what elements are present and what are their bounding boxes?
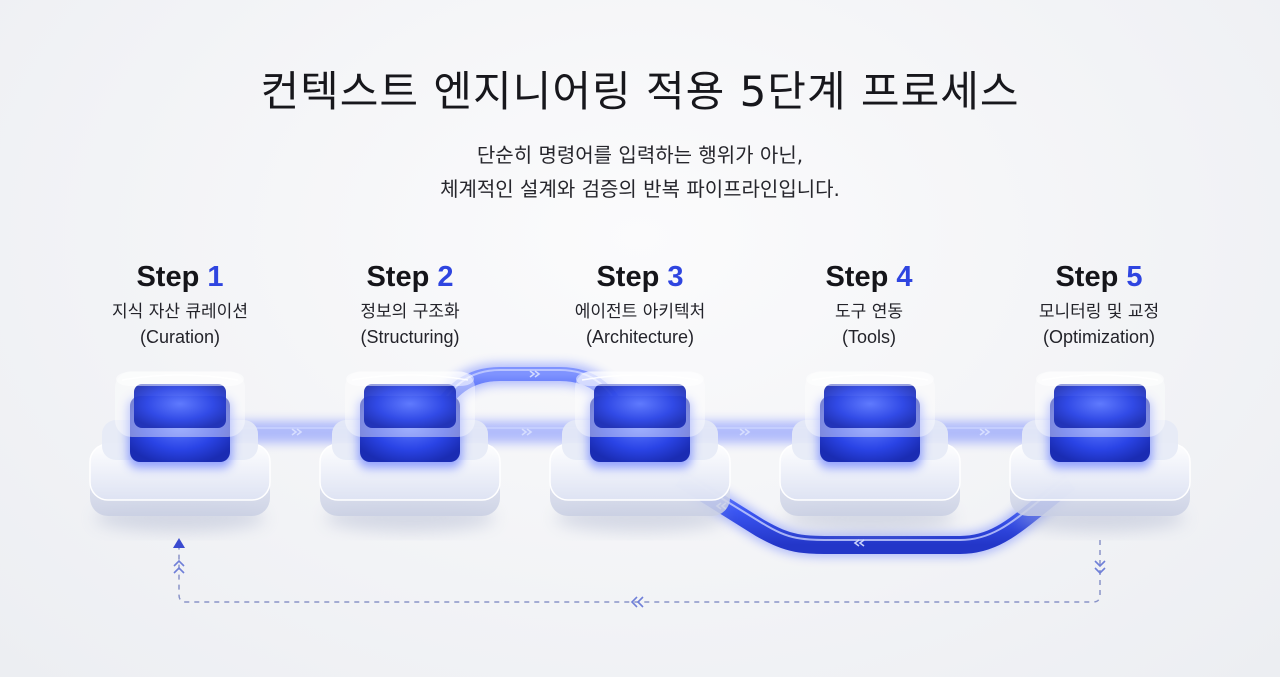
- step-2-title: Step 2: [366, 261, 454, 293]
- subtitle-line-1: 단순히 명령어를 입력하는 행위가 아닌,: [476, 143, 804, 167]
- step-3-name-ko: 에이전트 아키텍처: [574, 302, 706, 322]
- step-5-name-ko: 모니터링 및 교정: [1038, 302, 1160, 322]
- step-2-heading: Step 2 정보의 구조화 (Structuring): [290, 258, 530, 350]
- step-2-number: 2: [437, 261, 454, 293]
- page-title: 컨텍스트 엔지니어링 적용 5단계 프로세스: [260, 67, 1020, 116]
- subtitle-line-2: 체계적인 설계와 검증의 반복 파이프라인입니다.: [440, 177, 840, 201]
- feedback-loop: [178, 540, 1101, 603]
- step-1-title: Step 1: [136, 261, 224, 293]
- step-5-block: [1009, 371, 1191, 532]
- feedback-arrow-up-icon: [173, 538, 185, 574]
- feedback-arrow-left-icon: [630, 596, 644, 608]
- step-3-title: Step 3: [596, 261, 684, 293]
- step-3-number: 3: [667, 261, 684, 293]
- step-4-heading: Step 4 도구 연동 (Tools): [749, 258, 989, 350]
- step-4-title: Step 4: [825, 261, 913, 293]
- subtitle: 단순히 명령어를 입력하는 행위가 아닌, 체계적인 설계와 검증의 반복 파이…: [0, 138, 1280, 206]
- step-2-block: [319, 371, 501, 532]
- step-1-block: [89, 371, 271, 532]
- step-4-name-en: (Tools): [841, 327, 896, 347]
- step-2-name-ko: 정보의 구조화: [360, 302, 460, 322]
- step-2-name-en: (Structuring): [360, 327, 460, 347]
- step-5-heading: Step 5 모니터링 및 교정 (Optimization): [979, 258, 1219, 350]
- step-3-name-en: (Architecture): [585, 327, 695, 347]
- step-5-title: Step 5: [1055, 261, 1143, 293]
- step-1-heading: Step 1 지식 자산 큐레이션 (Curation): [60, 258, 300, 350]
- step-4-block: [779, 371, 961, 532]
- step-4-name-ko: 도구 연동: [835, 302, 903, 322]
- feedback-arrow-down-icon: [1094, 560, 1106, 575]
- step-5-number: 5: [1126, 261, 1143, 293]
- step-5-name-en: (Optimization): [1042, 327, 1156, 347]
- step-4-number: 4: [896, 261, 913, 293]
- step-3-block: [549, 371, 731, 532]
- step-1-number: 1: [207, 261, 224, 293]
- step-1-name-en: (Curation): [139, 327, 221, 347]
- step-1-name-ko: 지식 자산 큐레이션: [112, 302, 248, 322]
- step-3-heading: Step 3 에이전트 아키텍처 (Architecture): [520, 258, 760, 350]
